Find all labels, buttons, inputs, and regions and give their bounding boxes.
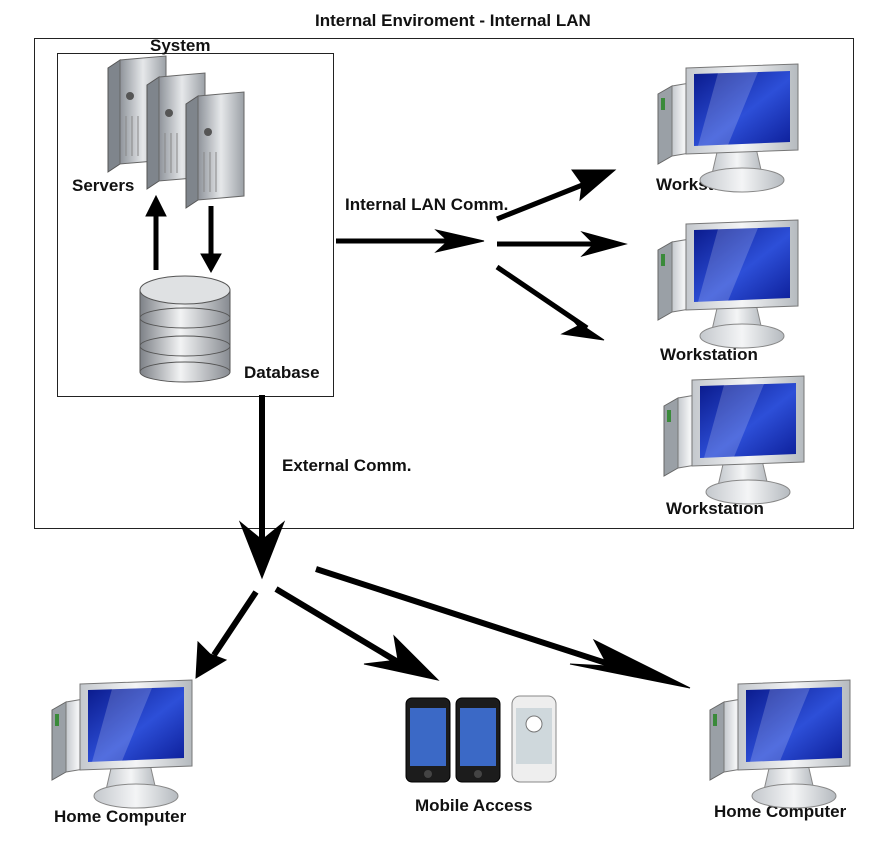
workstation-label-2: Workstation [660,345,758,364]
home-computer-label-1: Home Computer [54,807,187,826]
monitor-icon [657,219,799,349]
monitor-icon [51,679,193,809]
internal-comm-label: Internal LAN Comm. [345,195,509,214]
database-label: Database [244,363,320,382]
monitor-icon [663,375,805,505]
monitor-icon [709,679,851,809]
system-frame [57,53,334,397]
phone-icon [405,695,557,783]
arrows [145,169,691,689]
monitor-icon [657,63,799,193]
diagram-title: Internal Enviroment - Internal LAN [315,11,591,30]
internal-lan-frame [34,38,854,529]
external-comm-label: External Comm. [282,456,412,475]
system-label: System [150,36,211,55]
servers-label: Servers [72,176,135,195]
server-icon [107,55,245,209]
database-icon [139,275,231,383]
mobile-access-label: Mobile Access [415,796,533,815]
